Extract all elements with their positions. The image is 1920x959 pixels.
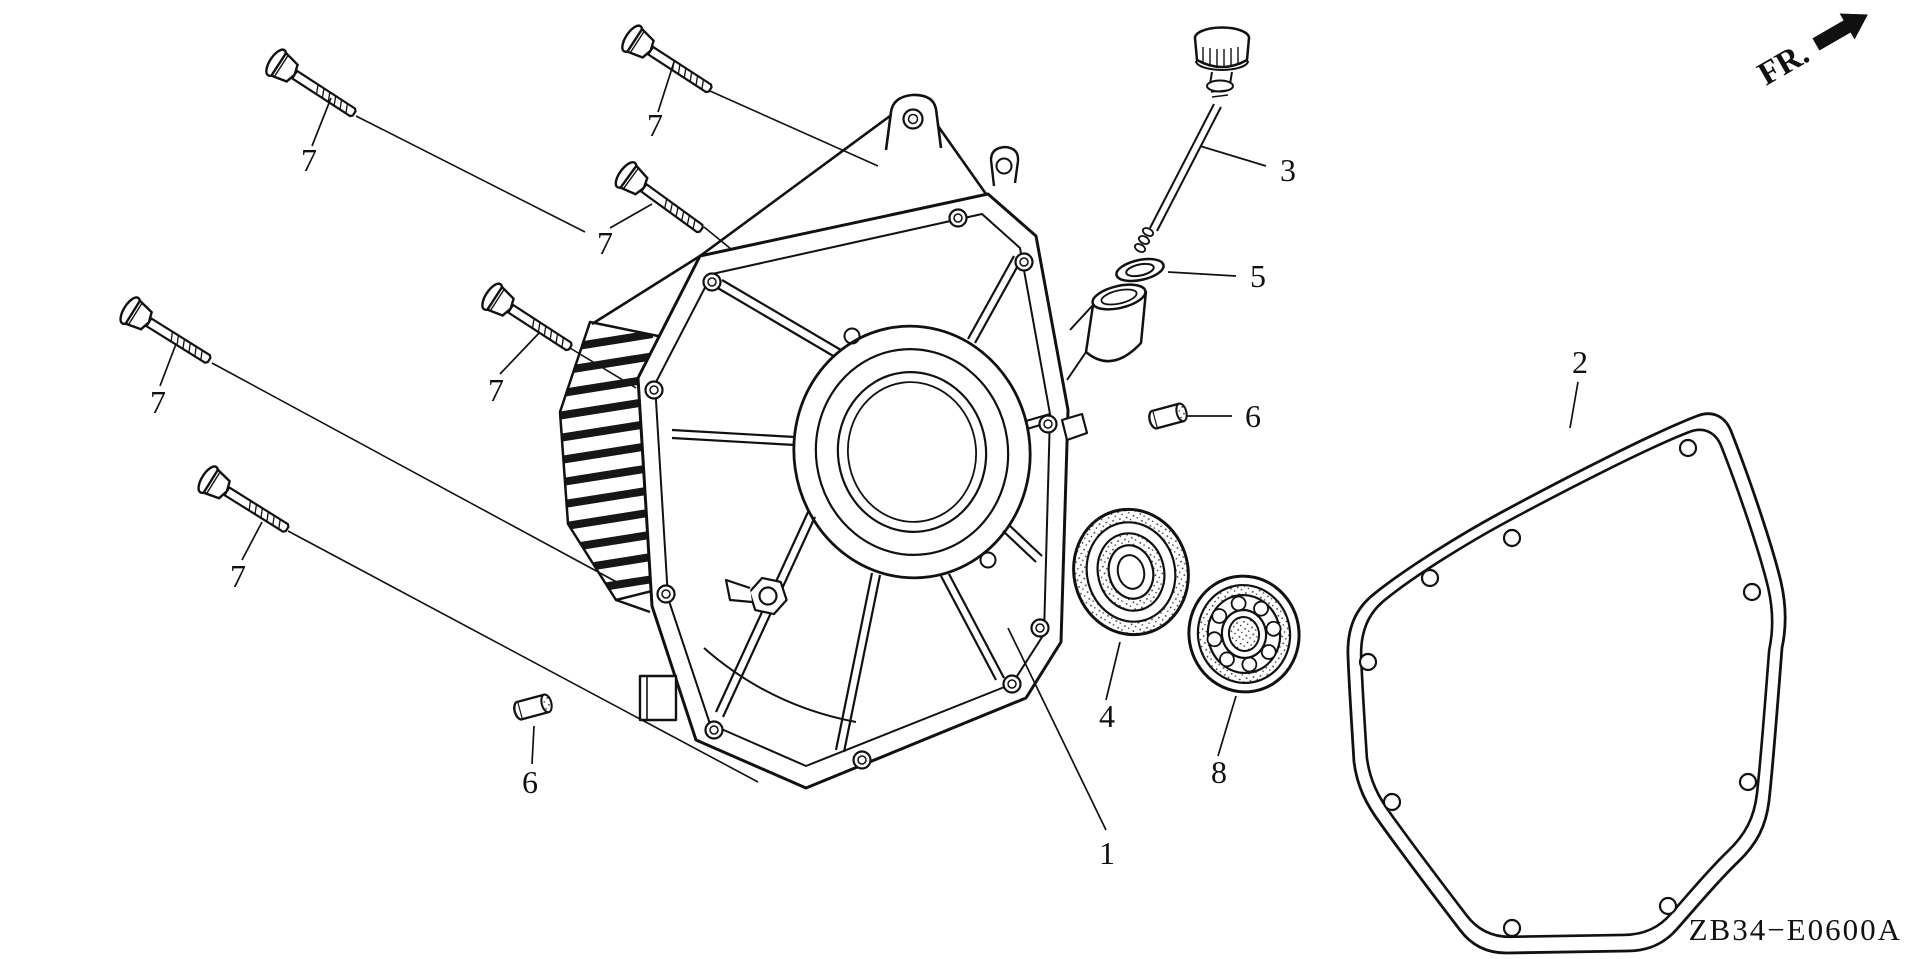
- drain-boss: [724, 576, 788, 616]
- callout-7-d: 7: [488, 372, 504, 408]
- flange-bolt-3-drawing: [610, 157, 712, 243]
- callout-7-a: 7: [301, 142, 317, 178]
- flange-bolt-2-drawing: [617, 21, 720, 104]
- bearing-balls: [1206, 595, 1282, 673]
- fr-label: FR.: [1752, 36, 1815, 93]
- flange-bolt-5-drawing: [115, 293, 219, 374]
- callout-5: 5: [1250, 258, 1266, 294]
- callout-1: 1: [1099, 835, 1115, 871]
- top-ear: [989, 145, 1020, 187]
- dowel-pin-left-drawing: [511, 692, 555, 722]
- crankcase-cover-drawing: [558, 93, 1148, 790]
- gasket-bolt-holes: [1358, 438, 1762, 938]
- face-ribs: [671, 255, 1051, 753]
- center-boss: [792, 324, 1032, 580]
- dowel-stub: [1060, 412, 1089, 442]
- gasket-drawing: [1346, 412, 1787, 955]
- dipstick-coil: [1133, 227, 1155, 253]
- oil-dipstick-drawing: [1133, 26, 1251, 253]
- callout-labels: 7 7 7 7 7 7 3 5 6 6 2 4 8 1: [150, 107, 1588, 871]
- flange-bolt-1-drawing: [261, 45, 364, 128]
- callout-4: 4: [1099, 698, 1115, 734]
- flange-bolt-6-drawing: [193, 462, 297, 543]
- callout-7-c: 7: [597, 225, 613, 261]
- fr-arrow-icon: [1812, 13, 1868, 51]
- assembly-lines: [211, 90, 879, 783]
- callout-8: 8: [1211, 754, 1227, 790]
- callout-6-left: 6: [522, 764, 538, 800]
- drawing-code: ZB34−E0600A: [1689, 912, 1902, 947]
- dowel-pin-right-drawing: [1146, 401, 1190, 431]
- leader-lines: [159, 61, 1579, 831]
- callout-7-f: 7: [230, 558, 246, 594]
- knurl-lines: [1202, 47, 1239, 68]
- callout-3: 3: [1280, 152, 1296, 188]
- flange-bolt-holes: [644, 208, 1058, 770]
- callout-7-b: 7: [647, 107, 663, 143]
- callout-7-e: 7: [150, 384, 166, 420]
- flange-bolt-4-drawing: [477, 279, 580, 362]
- cover-face-outline: [636, 192, 1070, 790]
- fr-direction-indicator: FR.: [1752, 13, 1868, 93]
- sealing-washer-drawing: [1115, 257, 1165, 283]
- callout-6-right: 6: [1245, 398, 1261, 434]
- callout-2: 2: [1572, 344, 1588, 380]
- radial-ball-bearing-drawing: [1072, 507, 1190, 637]
- oil-filler-neck: [1066, 283, 1148, 381]
- ball-bearing-drawing: [1187, 574, 1301, 694]
- bottom-clip: [638, 674, 678, 722]
